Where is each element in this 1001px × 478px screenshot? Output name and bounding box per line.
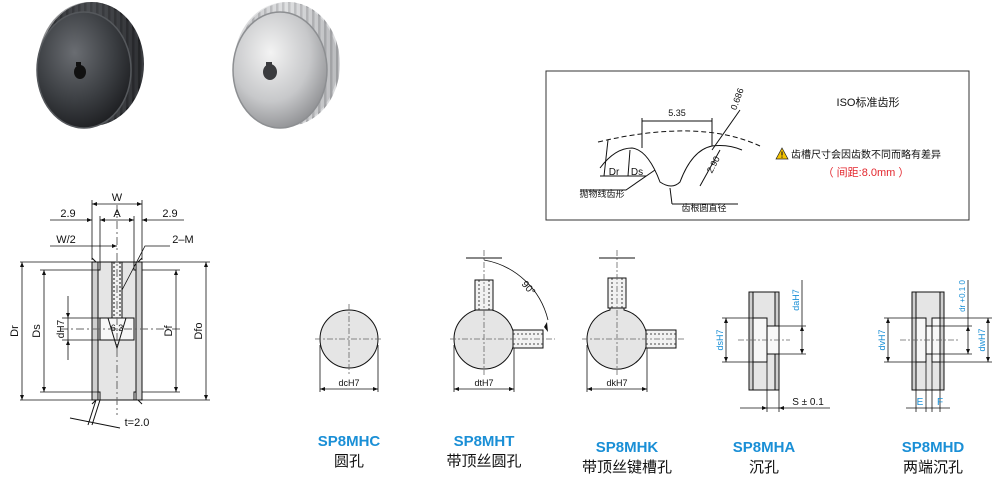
pulley-photo-dark [36, 2, 144, 129]
dim-hole-depth: 6.3 [111, 323, 124, 333]
main-arrowheads [20, 202, 208, 400]
bore-ha-name: 沉孔 [749, 459, 779, 476]
dim-Ds: Ds [31, 324, 43, 338]
bore-ha-dim-left: dsH7 [715, 329, 725, 350]
bore-ht-dim: dtH7 [474, 378, 493, 388]
bore-hd-E: E [917, 397, 924, 408]
bore-hd-F: F [937, 397, 943, 408]
bore-hd-dim-right: dwH7 [977, 328, 987, 351]
bore-ha-dim-bottom: S ± 0.1 [792, 397, 824, 408]
bore-hk-dim: dkH7 [606, 378, 627, 388]
dim-Dr: Dr [9, 325, 21, 337]
dim-dH7: dH7 [56, 319, 67, 338]
bore-ha-code: SP8MHA [733, 439, 796, 456]
pulley-photo-silver [232, 2, 340, 129]
bore-hk-drawing [582, 250, 686, 392]
dim-half-width: W/2 [56, 234, 76, 246]
tooth-Ds: Ds [631, 167, 643, 178]
root-dia-label: 齿根圆直径 [681, 202, 726, 213]
bore-ht-drawing [450, 250, 555, 392]
bore-ht-code: SP8MHT [454, 433, 515, 450]
warning-icon [775, 147, 789, 160]
dim-right-flange: 2.9 [162, 208, 177, 220]
bore-ht-name: 带顶丝圆孔 [446, 453, 521, 470]
parabola-label: 抛物线齿形 [579, 188, 624, 199]
dim-Df: Df [163, 325, 175, 337]
bore-ht-angle: 90° [519, 279, 537, 298]
dim-thickness: t=2.0 [125, 417, 150, 429]
tooth-pitch-dim: 5.35 [668, 108, 686, 118]
dim-set-screws: 2–M [172, 234, 193, 246]
bore-hk-code: SP8MHK [596, 439, 659, 456]
bore-hd-code: SP8MHD [902, 439, 965, 456]
tooth-profile-title: ISO标准齿形 [837, 95, 900, 109]
main-section-drawing [60, 205, 180, 429]
main-dimension-lines [20, 200, 210, 401]
tooth-warning-text: 齿槽尺寸会因齿数不同而略有差异 [791, 148, 941, 161]
bore-hc-name: 圆孔 [334, 453, 364, 470]
bore-ha-dim-top: daH7 [791, 289, 801, 311]
bore-hd-dim-left: dvH7 [877, 329, 887, 350]
bore-hd-name: 两端沉孔 [903, 459, 963, 476]
dim-A: A [113, 208, 121, 220]
tooth-detail-box: 5.35 0.686 2.90 Dr Ds 抛物线齿形 齿根圆直径 ISO标准齿… [545, 70, 970, 221]
pitch-note: （ 间距:8.0mm ） [823, 166, 910, 179]
bore-hd-drawing [884, 280, 992, 412]
bore-hk-name: 带顶丝键槽孔 [582, 459, 672, 476]
bore-hc-code: SP8MHC [318, 433, 381, 450]
dim-W: W [112, 192, 123, 204]
bore-hd-dim-top: dr +0.1 0 [958, 280, 967, 312]
bore-hc-drawing [315, 304, 383, 392]
dim-Dfo: Dfo [193, 322, 205, 339]
tooth-Dr: Dr [609, 167, 620, 178]
dim-left-flange: 2.9 [60, 208, 75, 220]
bore-ha-drawing [722, 280, 830, 412]
bore-hc-dim: dcH7 [338, 378, 359, 388]
